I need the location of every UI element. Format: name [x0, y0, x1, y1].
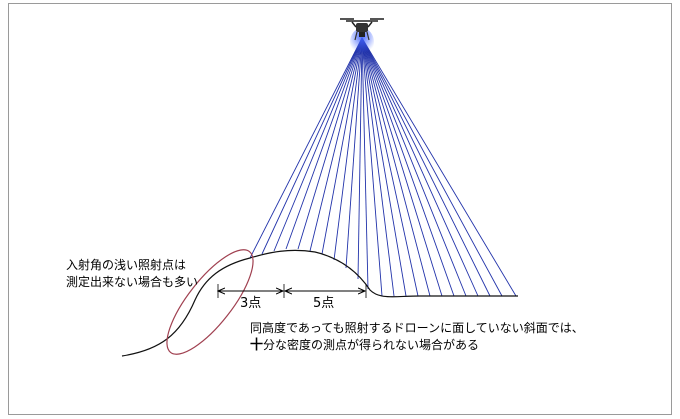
- shallow-angle-note: 入射角の浅い照射点は 測定出来ない場合も多い: [66, 257, 198, 291]
- laser-beam-16: [361, 37, 431, 297]
- laser-beam-23: [361, 37, 517, 297]
- laser-beam-5: [297, 37, 363, 250]
- shallow-angle-ellipse: [166, 249, 254, 355]
- laser-beam-15: [361, 37, 419, 297]
- laser-beam-21: [361, 37, 491, 297]
- laser-beam-7: [321, 37, 363, 255]
- slope-note-line2-text: 分な密度の測点が得られない場合がある: [263, 338, 480, 352]
- slope-note: 同高度であっても照射するドローンに面していない斜面では、 十分な密度の測点が得ら…: [250, 320, 584, 354]
- laser-beam-18: [361, 37, 455, 297]
- laser-beam-11: [361, 37, 369, 290]
- laser-beam-19: [361, 37, 467, 297]
- terrain-profile: [121, 249, 518, 357]
- laser-beam-12: [361, 37, 383, 297]
- laser-beam-2: [261, 37, 363, 255]
- slope-note-line1: 同高度であっても照射するドローンに面していない斜面では、: [250, 321, 584, 335]
- laser-beam-17: [361, 37, 443, 297]
- gap-label-3: 3点: [240, 296, 262, 311]
- laser-beam-8: [333, 37, 363, 261]
- laser-beam-22: [361, 37, 503, 297]
- laser-beam-3: [273, 37, 363, 252]
- drone-icon: [340, 18, 384, 56]
- laser-beam-6: [309, 37, 363, 252]
- laser-beam-9: [345, 37, 363, 269]
- laser-beam-14: [361, 37, 407, 297]
- laser-beam-10: [357, 37, 363, 280]
- laser-beam-20: [361, 37, 479, 297]
- slope-note-line2: 十分な密度の測点が得られない場合がある: [250, 337, 584, 354]
- slope-note-emphasis: 十: [250, 338, 264, 353]
- shallow-angle-line1: 入射角の浅い照射点は: [66, 258, 187, 272]
- shallow-angle-line2: 測定出来ない場合も多い: [66, 275, 199, 289]
- laser-beam-1: [249, 37, 363, 259]
- laser-beam-4: [285, 37, 363, 250]
- laser-beams: [249, 37, 517, 297]
- gap-label-5: 5点: [313, 296, 335, 311]
- laser-beam-13: [361, 37, 395, 297]
